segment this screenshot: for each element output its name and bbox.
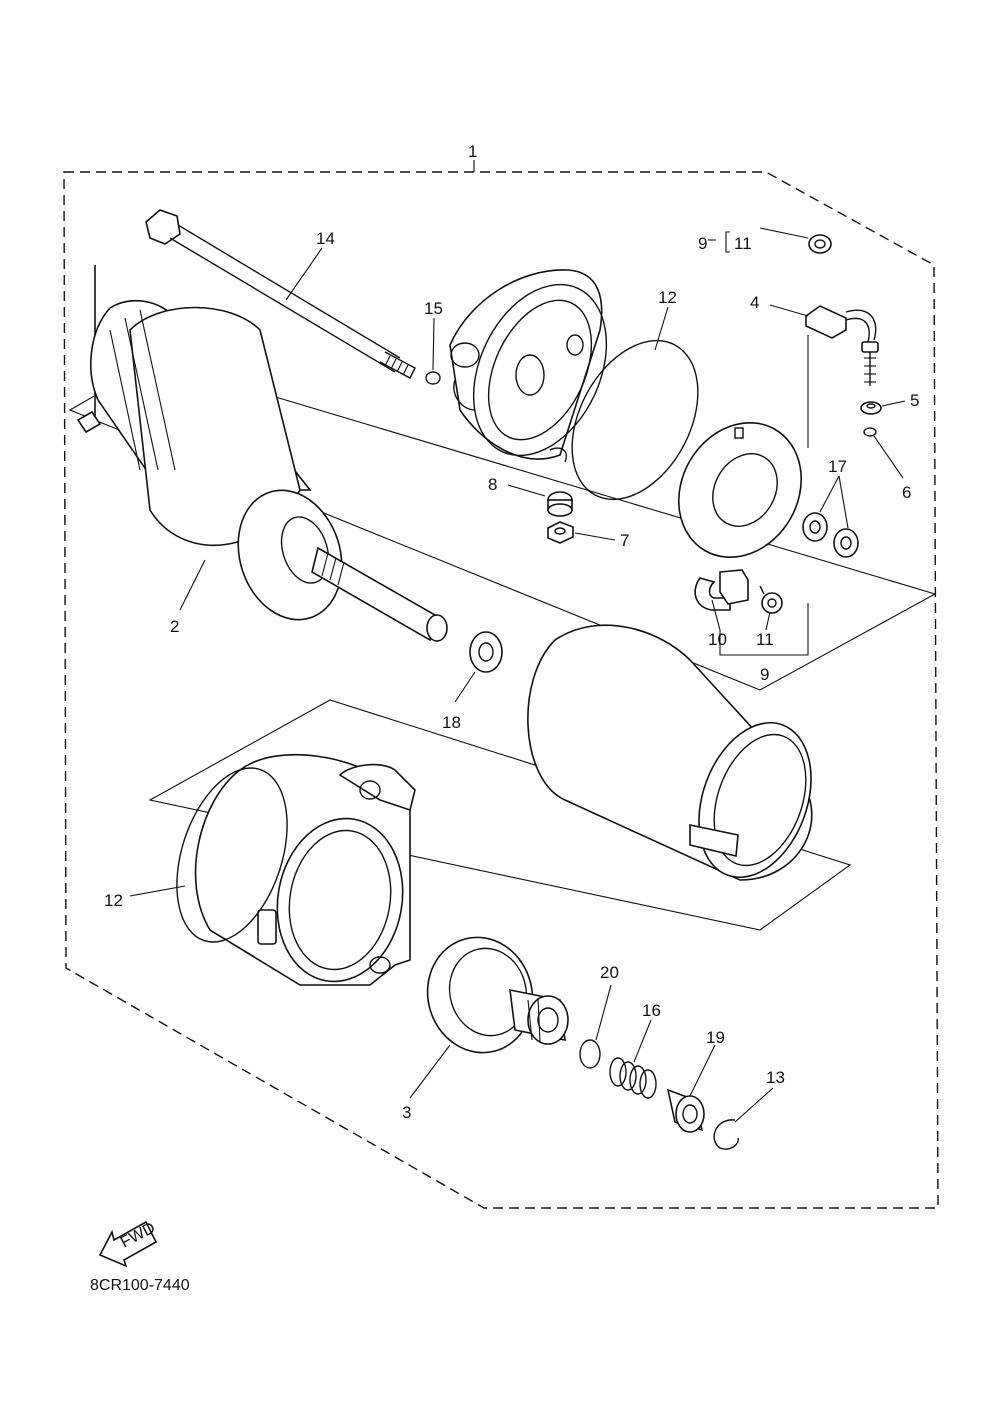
front-cover [194, 753, 416, 986]
callout-19: 19 [706, 1028, 725, 1047]
clutch-gear-3 [426, 936, 569, 1054]
callout-6: 6 [902, 483, 911, 502]
callout-8: 8 [488, 475, 497, 494]
callout-7: 7 [620, 531, 629, 550]
callout-17: 17 [828, 457, 847, 476]
armature-2 [76, 265, 448, 642]
callout-1: 1 [468, 142, 477, 161]
callout-11-bottom: 11 [756, 630, 774, 649]
callout-16: 16 [642, 1001, 661, 1020]
callout-12-left: 12 [104, 891, 123, 910]
o-ring-6 [863, 427, 877, 437]
callout-18: 18 [442, 713, 461, 732]
callout-4: 4 [750, 293, 759, 312]
gasket-ring-left [176, 767, 288, 943]
callout-12-top: 12 [658, 288, 677, 307]
diagram-code: 8CR100-7440 [90, 1277, 190, 1294]
nut-7 [547, 521, 574, 544]
callout-14: 14 [316, 229, 335, 248]
callout-5: 5 [910, 391, 919, 410]
through-bolt [145, 209, 416, 379]
callout-9-top: 9 [698, 234, 707, 253]
callout-2: 2 [170, 617, 179, 636]
callout-3: 3 [402, 1103, 411, 1122]
brush-plate [677, 421, 803, 559]
insulator-8 [547, 491, 573, 517]
small-o-ring [425, 371, 441, 385]
callout-20: 20 [600, 963, 619, 982]
callout-9-bottom: 9 [760, 665, 769, 684]
rear-cover [449, 269, 608, 463]
bracket-9-bottom [719, 603, 809, 656]
callout-15: 15 [424, 299, 443, 318]
washer-5 [860, 401, 882, 415]
ring-20 [579, 1039, 601, 1069]
callout-11-top: 11 [734, 234, 752, 253]
spring-11-bottom [759, 585, 783, 614]
callout-13: 13 [766, 1068, 785, 1087]
circlip-13 [713, 1119, 739, 1150]
assembly-boundary [63, 171, 939, 1209]
leader-lines [129, 160, 906, 1123]
washers-17 [802, 512, 859, 558]
callout-10: 10 [708, 630, 727, 649]
collar-19 [666, 1088, 705, 1133]
brush-lead-4 [805, 305, 879, 386]
spring-16 [609, 1057, 657, 1099]
spring-11-top [808, 234, 832, 254]
yoke-housing [527, 624, 813, 881]
fwd-arrow-icon: FWD [98, 1219, 158, 1268]
callout-labels: 1 2 3 4 5 6 7 8 9 11 9 10 11 12 12 13 14… [104, 142, 919, 1122]
housing-group-outline [148, 699, 852, 931]
washer-18 [469, 631, 503, 673]
brush-10 [694, 569, 749, 611]
gasket-ring-top [571, 339, 699, 501]
